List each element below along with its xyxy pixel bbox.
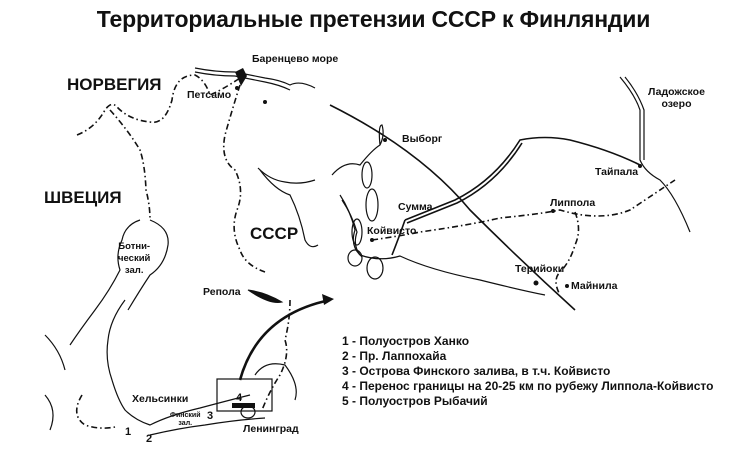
map-title: Территориальные претензии СССР к Финлянд… bbox=[96, 6, 651, 32]
label-vyborg: Выборг bbox=[402, 133, 443, 145]
repola-region bbox=[247, 289, 284, 303]
label-finnish-gulf: Финский зал. bbox=[170, 412, 201, 428]
label-petsamo: Петсамо bbox=[187, 89, 232, 101]
label-bothnian-gulf: Ботни- ческий зал. bbox=[118, 241, 150, 277]
label-line: Ботни- bbox=[118, 241, 151, 252]
marker-1: 1 bbox=[125, 426, 132, 438]
label-mainila: Майнила bbox=[571, 280, 618, 292]
label-helsinki: Хельсинки bbox=[132, 393, 189, 405]
label-line: Финский bbox=[170, 412, 201, 419]
label-ladoga: Ладожское озеро bbox=[648, 86, 705, 110]
label-line: зал. bbox=[178, 420, 193, 427]
label-ussr: СССР bbox=[250, 224, 299, 243]
label-taipale: Тайпала bbox=[595, 166, 639, 178]
inset-frame bbox=[216, 378, 273, 412]
legend: 1 - Полуостров Ханко 2 - Пр. Лаппохайа 3… bbox=[342, 334, 713, 409]
legend-item: 2 - Пр. Лаппохайа bbox=[342, 349, 447, 363]
label-leningrad: Ленинград bbox=[243, 423, 299, 435]
label-summa: Сумма bbox=[398, 201, 433, 213]
legend-item: 3 - Острова Финского залива, в т.ч. Койв… bbox=[342, 364, 611, 378]
marker-4: 4 bbox=[236, 392, 243, 404]
label-sweden: ШВЕЦИЯ bbox=[44, 188, 122, 207]
label-terijoki: Терийоки bbox=[515, 263, 565, 275]
railways bbox=[329, 104, 641, 311]
label-barents-sea: Баренцево море bbox=[252, 53, 339, 65]
legend-item: 4 - Перенос границы на 20-25 км по рубеж… bbox=[342, 379, 714, 393]
arrow bbox=[238, 298, 331, 381]
label-line: Ладожское bbox=[648, 86, 705, 98]
state-borders bbox=[75, 74, 676, 429]
marker-3: 3 bbox=[207, 410, 214, 422]
label-line: зал. bbox=[124, 265, 144, 276]
legend-item: 1 - Полуостров Ханко bbox=[342, 334, 470, 348]
label-line: ческий bbox=[118, 253, 151, 264]
marker-2: 2 bbox=[146, 433, 153, 445]
label-koivisto: Койвисто bbox=[367, 225, 417, 237]
label-norway: НОРВЕГИЯ bbox=[67, 75, 162, 94]
town-dots bbox=[235, 86, 642, 288]
legend-item: 5 - Полуостров Рыбачий bbox=[342, 394, 488, 408]
label-lippola: Липпола bbox=[550, 197, 596, 209]
coastlines bbox=[44, 67, 691, 436]
label-repola: Репола bbox=[203, 286, 241, 298]
label-line: озеро bbox=[661, 98, 692, 110]
islands bbox=[240, 161, 384, 419]
